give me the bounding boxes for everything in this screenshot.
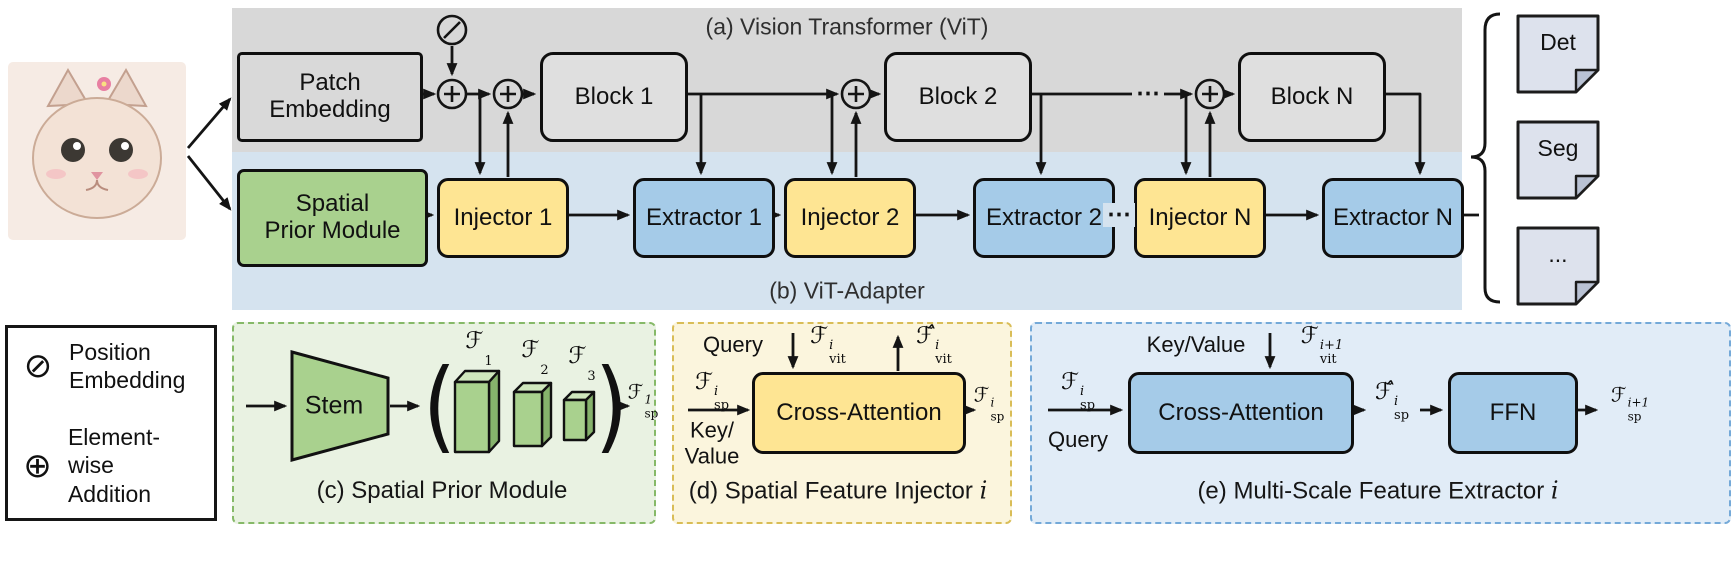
legend-box: ⊘ Position Embedding ⊕ Element-wise Addi… — [5, 325, 217, 521]
extractor-n-box: Extractor N — [1322, 178, 1464, 258]
cat-input-image — [8, 62, 186, 240]
output-doc-seg: Seg — [1516, 120, 1600, 200]
adapter-ellipsis: ⋯ — [1103, 203, 1135, 227]
extractor-2-box: Extractor 2 — [973, 178, 1115, 258]
extractor-keyvalue-label: Key/Value — [1146, 332, 1246, 357]
elementwise-addition-symbol: ⊕ — [23, 445, 52, 486]
injector-n-box: Injector N — [1134, 178, 1266, 258]
legend-elementwise-addition: ⊕ Element-wise Addition — [20, 423, 202, 509]
stem-label: Stem — [304, 391, 364, 420]
spatial-prior-module-box: Spatial Prior Module — [237, 169, 428, 267]
document-icon — [1516, 120, 1600, 200]
injector-1-box: Injector 1 — [437, 178, 569, 258]
patch-embedding-box: Patch Embedding — [237, 52, 423, 142]
vit-ellipsis: ⋯ — [1132, 82, 1164, 106]
document-icon — [1516, 226, 1600, 306]
cat-illustration — [8, 62, 186, 240]
paren-open: ( — [422, 347, 457, 464]
legend-position-embedding: ⊘ Position Embedding — [20, 338, 202, 395]
output-doc-more: ... — [1516, 226, 1600, 306]
ffn-box: FFN — [1448, 372, 1578, 454]
vit-band-title: (a) Vision Transformer (ViT) — [705, 13, 989, 40]
injector-query-label: Query — [703, 332, 763, 357]
output-brace — [1470, 12, 1501, 304]
extractor-1-box: Extractor 1 — [633, 178, 775, 258]
output-doc-det: Det — [1516, 14, 1600, 94]
extractor-cross-attention-box: Cross-Attention — [1128, 372, 1354, 454]
injector-2-box: Injector 2 — [784, 178, 916, 258]
panel-c-caption: (c) Spatial Prior Module — [316, 477, 568, 504]
block-2-box: Block 2 — [884, 52, 1032, 142]
paren-close: ) — [594, 347, 629, 464]
block-1-box: Block 1 — [540, 52, 688, 142]
block-n-box: Block N — [1238, 52, 1386, 142]
extractor-query-label: Query — [1048, 427, 1108, 452]
injector-keyvalue-label: Key/ Value — [684, 417, 740, 469]
panel-e-caption: (e) Multi-Scale Feature Extractor i — [1197, 476, 1559, 505]
injector-cross-attention-box: Cross-Attention — [752, 372, 966, 454]
adapter-band-title: (b) ViT-Adapter — [769, 277, 925, 304]
document-icon — [1516, 14, 1600, 94]
panel-d-caption: (d) Spatial Feature Injector i — [688, 476, 988, 505]
position-embedding-symbol: ⊘ — [23, 346, 53, 387]
